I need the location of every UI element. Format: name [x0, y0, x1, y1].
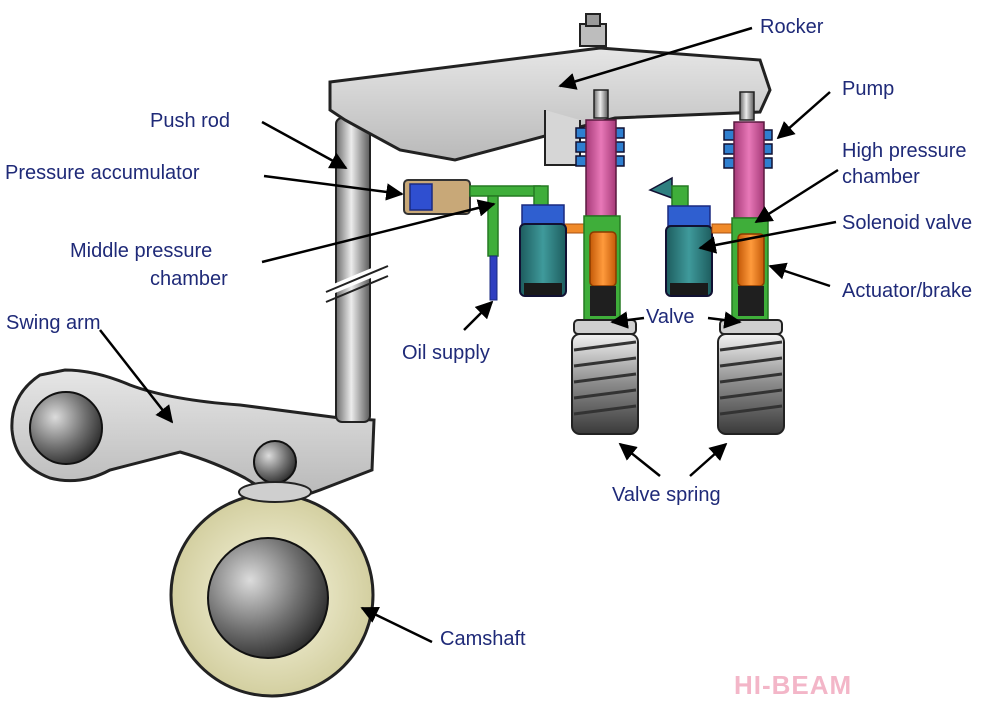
- swing-arm-label: Swing arm: [6, 312, 101, 334]
- high-pressure-chamber-label-line2: chamber: [842, 166, 920, 188]
- actuator-brake-arrow: [768, 262, 831, 288]
- valve-spring-left: [571, 319, 639, 435]
- valve-label: Valve: [646, 306, 695, 328]
- valve-arrow-right: [707, 311, 742, 329]
- push-rod-arrow: [261, 120, 348, 170]
- middle-pressure-chamber-label-line2: chamber: [150, 268, 228, 290]
- pressure-accumulator-arrow: [263, 174, 404, 201]
- solenoid-valve-left: [519, 204, 567, 297]
- camshaft-arrow: [360, 606, 433, 644]
- pressure-accumulator-label: Pressure accumulator: [5, 162, 200, 184]
- actuator-brake-label: Actuator/brake: [842, 280, 973, 302]
- oil-supply-label: Oil supply: [402, 342, 490, 364]
- pump-right: [723, 121, 773, 219]
- push-rod: [324, 117, 390, 423]
- pump-label: Pump: [842, 78, 895, 100]
- middle-pressure-chamber-label-line1: Middle pressure: [70, 240, 213, 262]
- valve-spring-label: Valve spring: [612, 484, 721, 506]
- actuator-right: [731, 217, 769, 327]
- valve-arrow-left: [610, 311, 645, 329]
- rocker-label: Rocker: [760, 16, 824, 38]
- high-pressure-chamber-arrow: [754, 168, 839, 224]
- valve-spring-right: [717, 319, 785, 435]
- hi-beam-watermark: HI-BEAM: [734, 670, 853, 700]
- solenoid-valve-arrow: [698, 220, 837, 254]
- push-rod-label: Push rod: [150, 110, 231, 132]
- high-pressure-chamber-label-line1: High pressure: [842, 140, 967, 162]
- camshaft: [169, 492, 375, 698]
- rocker-arrow: [558, 26, 753, 90]
- middle-pressure-chamber-arrow: [261, 199, 496, 264]
- leader-arrows: [99, 26, 839, 644]
- actuator-left: [583, 215, 621, 327]
- solenoid-valve-right: [648, 176, 741, 297]
- valve-spring-arrow-left: [618, 442, 661, 477]
- pump-left: [575, 119, 625, 217]
- swing-arm: [10, 368, 376, 503]
- pressure-accumulator: [403, 179, 541, 215]
- valve-spring-arrow-right: [689, 442, 728, 477]
- solenoid-valve-label: Solenoid valve: [842, 212, 973, 234]
- oil-supply-arrow: [463, 300, 494, 331]
- pump-arrow: [776, 91, 831, 140]
- camshaft-label: Camshaft: [440, 628, 526, 650]
- rocker: [328, 13, 772, 166]
- swing-arm-arrow: [99, 329, 174, 424]
